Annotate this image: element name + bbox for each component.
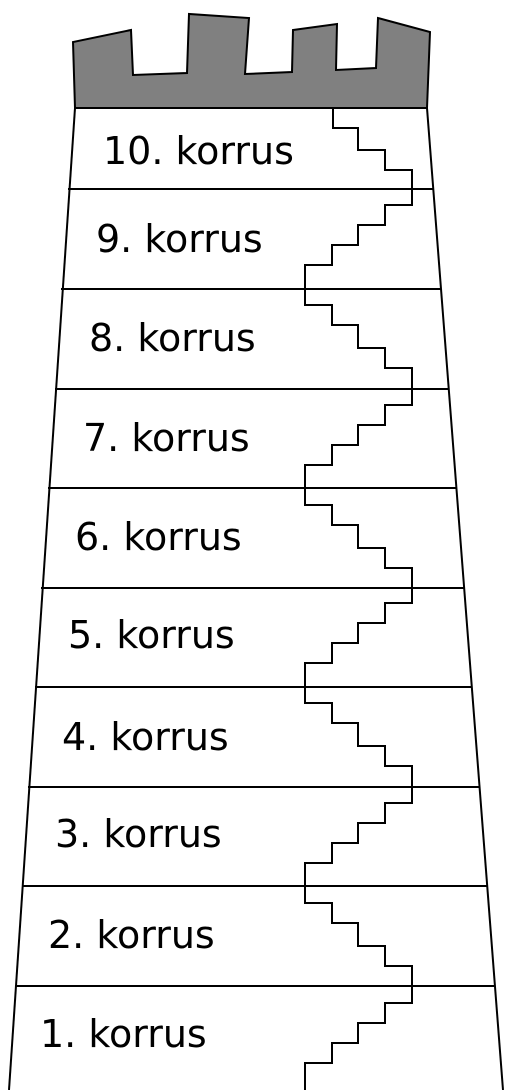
tower-roof-battlements (71, 12, 432, 109)
floor-1-label: 1. korrus (40, 1012, 207, 1056)
tower-left-wall (8, 107, 76, 1090)
floor-3-label: 3. korrus (55, 812, 222, 856)
floor-10-label: 10. korrus (103, 129, 294, 173)
staircase (304, 108, 413, 1090)
floor-8-label: 8. korrus (89, 316, 256, 360)
floor-9-label: 9. korrus (96, 217, 263, 261)
floor-5-label: 5. korrus (68, 613, 235, 657)
floor-4-label: 4. korrus (62, 715, 229, 759)
floor-7-label: 7. korrus (83, 416, 250, 460)
tower-right-wall (426, 107, 504, 1090)
floor-6-label: 6. korrus (75, 515, 242, 559)
floor-2-label: 2. korrus (48, 913, 215, 957)
